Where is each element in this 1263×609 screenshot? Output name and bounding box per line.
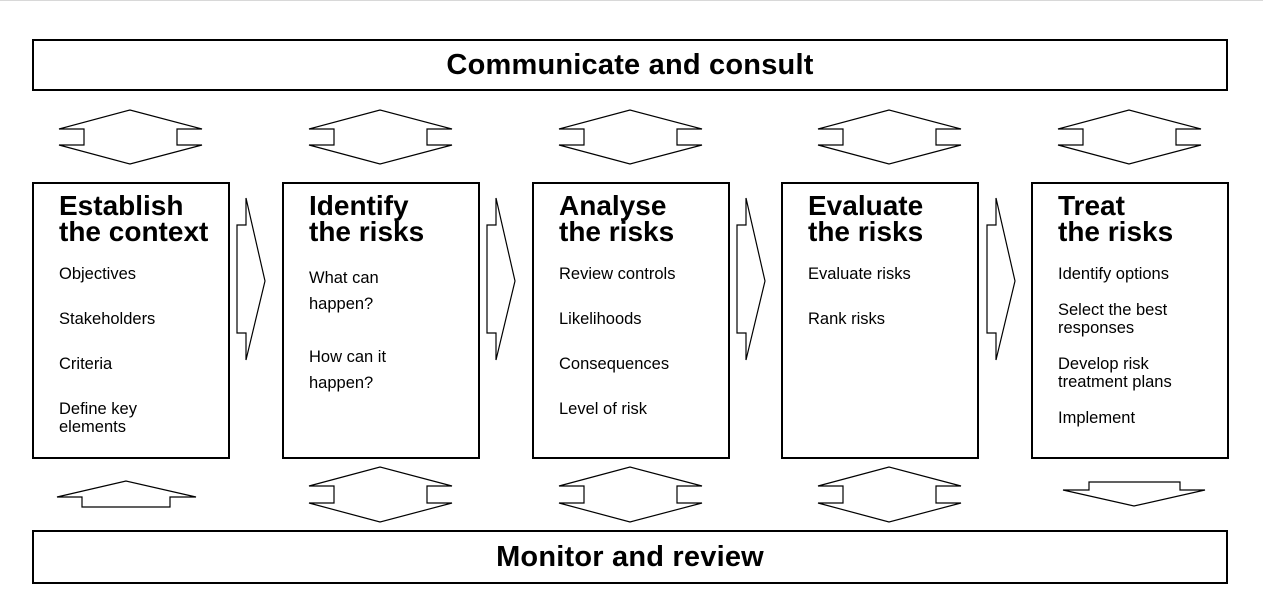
step-item: What can happen?	[309, 269, 379, 313]
right-arrow-icon	[986, 197, 1016, 361]
step-title-line2: the risks	[808, 216, 924, 247]
step-item-list: Review controls Likelihoods Consequences…	[559, 265, 728, 418]
double-arrow-icon	[558, 466, 703, 523]
double-arrow-icon	[817, 466, 962, 523]
step-item: How can it happen?	[309, 348, 387, 392]
step-item: Consequences	[559, 355, 670, 373]
step-title-line2: the risks	[559, 216, 675, 247]
step-item: Objectives	[59, 265, 137, 283]
step-item: Review controls	[559, 265, 676, 283]
double-arrow-icon	[58, 109, 203, 165]
step-title: Treat the risks	[1058, 190, 1227, 247]
step-title: Analyse the risks	[559, 190, 728, 247]
double-arrow-icon	[308, 466, 453, 523]
step-establish-the-context: Establish the context Objectives Stakeho…	[32, 182, 230, 459]
double-arrow-icon	[817, 109, 962, 165]
step-analyse-the-risks: Analyse the risks Review controls Likeli…	[532, 182, 730, 459]
step-title: Identify the risks	[309, 190, 478, 247]
step-item: Select the best responses	[1058, 301, 1168, 337]
step-item: Level of risk	[559, 400, 648, 418]
monitor-and-review-banner: Monitor and review	[32, 530, 1228, 584]
right-arrow-icon	[486, 197, 516, 361]
step-title-line1: Establish	[59, 190, 184, 221]
step-title-line2: the context	[59, 216, 209, 247]
step-item: Develop risk treatment plans	[1058, 355, 1172, 391]
double-arrow-icon	[308, 109, 453, 165]
right-arrow-icon	[236, 197, 266, 361]
step-item-list: What can happen? How can it happen?	[309, 265, 478, 396]
step-title-line1: Identify	[309, 190, 409, 221]
double-arrow-icon	[1057, 109, 1202, 165]
step-evaluate-the-risks: Evaluate the risks Evaluate risks Rank r…	[781, 182, 979, 459]
step-item-list: Identify options Select the best respons…	[1058, 265, 1227, 427]
right-arrow-icon	[736, 197, 766, 361]
step-title-line1: Evaluate	[808, 190, 924, 221]
step-item: Implement	[1058, 409, 1136, 427]
step-identify-the-risks: Identify the risks What can happen? How …	[282, 182, 480, 459]
step-item: Evaluate risks	[808, 265, 911, 283]
step-item: Define key elements	[59, 400, 137, 436]
step-title-line1: Treat	[1058, 190, 1125, 221]
step-title: Evaluate the risks	[808, 190, 977, 247]
step-item: Stakeholders	[59, 310, 156, 328]
step-item: Criteria	[59, 355, 113, 373]
up-arrow-icon	[56, 480, 197, 508]
down-arrow-icon	[1062, 481, 1206, 507]
step-item-list: Objectives Stakeholders Criteria Define …	[59, 265, 228, 436]
step-item: Identify options	[1058, 265, 1169, 283]
step-title: Establish the context	[59, 190, 228, 247]
step-item: Rank risks	[808, 310, 886, 328]
step-item-list: Evaluate risks Rank risks	[808, 265, 977, 328]
step-title-line2: the risks	[309, 216, 425, 247]
double-arrow-icon	[558, 109, 703, 165]
step-title-line2: the risks	[1058, 216, 1174, 247]
step-title-line1: Analyse	[559, 190, 667, 221]
step-treat-the-risks: Treat the risks Identify options Select …	[1031, 182, 1229, 459]
communicate-and-consult-banner: Communicate and consult	[32, 39, 1228, 91]
step-item: Likelihoods	[559, 310, 642, 328]
